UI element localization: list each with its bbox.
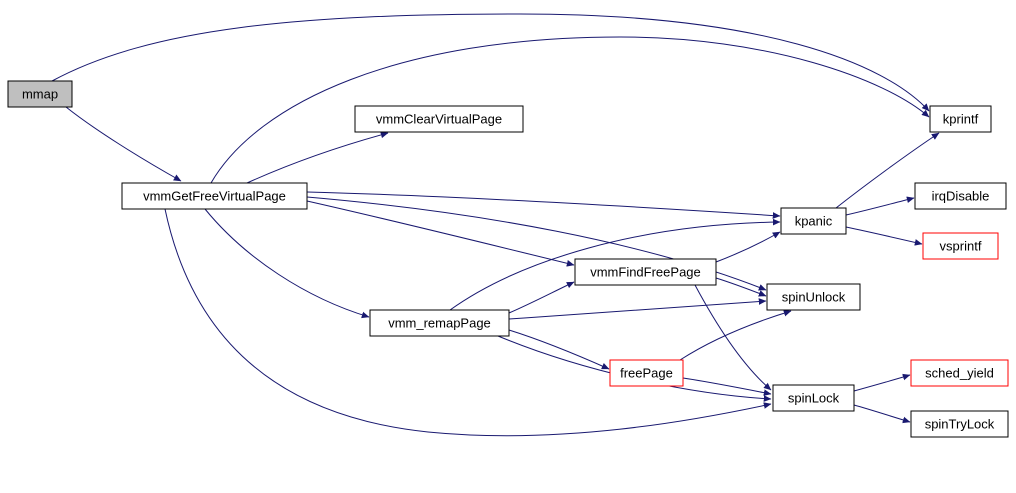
node-box-kpanic [780, 207, 847, 235]
edge-kpanic-to-vsprintf [845, 226, 923, 246]
node-spinUnlock[interactable]: spinUnlock [766, 283, 861, 311]
edge-vmmFindFreePage-to-spinLock [694, 284, 772, 391]
edge-vmmGetFreeVirtualPage-to-spinLock [164, 208, 772, 437]
edge-mmap-to-kprintf [51, 13, 930, 112]
node-spinLock[interactable]: spinLock [772, 384, 855, 412]
node-label-spinUnlock: spinUnlock [782, 290, 846, 305]
edge-vmm_remapPage-to-freePage [508, 329, 610, 370]
node-sched_yield[interactable]: sched_yield [910, 359, 1009, 387]
node-label-vmmClearVirtualPage: vmmClearVirtualPage [376, 112, 502, 127]
node-label-vsprintf: vsprintf [940, 239, 982, 254]
node-label-spinTryLock: spinTryLock [925, 417, 995, 432]
edge-vmmFindFreePage-to-kpanic [715, 231, 781, 263]
node-box-vmmClearVirtualPage [354, 105, 524, 133]
node-box-irqDisable [914, 182, 1007, 210]
node-label-vmmFindFreePage: vmmFindFreePage [590, 265, 701, 280]
node-box-mmap [7, 80, 73, 108]
node-box-spinTryLock [910, 410, 1009, 438]
node-box-kprintf [929, 105, 992, 133]
edge-freePage-to-spinLock [682, 377, 772, 396]
edge-vmmGetFreeVirtualPage-to-vmm_remapPage [204, 208, 370, 319]
node-freePage[interactable]: freePage [609, 359, 684, 387]
node-label-mmap: mmap [22, 87, 58, 102]
node-irqDisable[interactable]: irqDisable [914, 182, 1007, 210]
node-spinTryLock[interactable]: spinTryLock [910, 410, 1009, 438]
edge-vmmFindFreePage-to-spinUnlock [715, 277, 767, 297]
node-vmmFindFreePage[interactable]: vmmFindFreePage [574, 258, 717, 286]
node-vmmClearVirtualPage[interactable]: vmmClearVirtualPage [354, 105, 524, 133]
edge-vmmGetFreeVirtualPage-to-kprintf [210, 36, 930, 184]
node-vsprintf[interactable]: vsprintf [922, 232, 999, 260]
edge-vmmGetFreeVirtualPage-to-vmmFindFreePage [306, 200, 575, 267]
node-box-sched_yield [910, 359, 1009, 387]
edge-freePage-to-spinUnlock [679, 309, 792, 361]
edge-spinLock-to-spinTryLock [853, 404, 911, 424]
node-label-freePage: freePage [620, 366, 673, 381]
node-vmm_remapPage[interactable]: vmm_remapPage [369, 309, 510, 337]
node-box-vsprintf [922, 232, 999, 260]
node-label-kprintf: kprintf [943, 112, 979, 127]
node-box-freePage [609, 359, 684, 387]
edge-vmm_remapPage-to-spinUnlock [508, 298, 767, 320]
edge-spinLock-to-sched_yield [853, 373, 911, 392]
edge-vmmGetFreeVirtualPage-to-vmmClearVirtualPage [246, 131, 389, 184]
node-label-kpanic: kpanic [795, 214, 833, 229]
node-kprintf[interactable]: kprintf [929, 105, 992, 133]
node-kpanic[interactable]: kpanic [780, 207, 847, 235]
edge-vmm_remapPage-to-kpanic [449, 218, 781, 311]
node-vmmGetFreeVirtualPage[interactable]: vmmGetFreeVirtualPage [121, 182, 308, 210]
edge-vmmGetFreeVirtualPage-to-kpanic [306, 191, 781, 219]
node-box-vmm_remapPage [369, 309, 510, 337]
node-box-spinLock [772, 384, 855, 412]
node-box-spinUnlock [766, 283, 861, 311]
node-box-vmmGetFreeVirtualPage [121, 182, 308, 210]
node-label-spinLock: spinLock [788, 391, 840, 406]
edge-layer [51, 13, 940, 437]
node-label-vmm_remapPage: vmm_remapPage [388, 316, 491, 331]
node-label-sched_yield: sched_yield [925, 366, 994, 381]
edge-kpanic-to-irqDisable [845, 196, 915, 216]
edge-mmap-to-vmmGetFreeVirtualPage [65, 106, 182, 182]
node-mmap: mmap [7, 80, 73, 108]
node-layer: mmap vmmClearVirtualPage kprintf vmmGetFree… [7, 80, 1009, 438]
node-label-irqDisable: irqDisable [932, 189, 990, 204]
edge-kpanic-to-kprintf [835, 132, 940, 209]
edge-vmm_remapPage-to-vmmFindFreePage [508, 281, 575, 314]
node-box-vmmFindFreePage [574, 258, 717, 286]
node-label-vmmGetFreeVirtualPage: vmmGetFreeVirtualPage [143, 189, 286, 204]
